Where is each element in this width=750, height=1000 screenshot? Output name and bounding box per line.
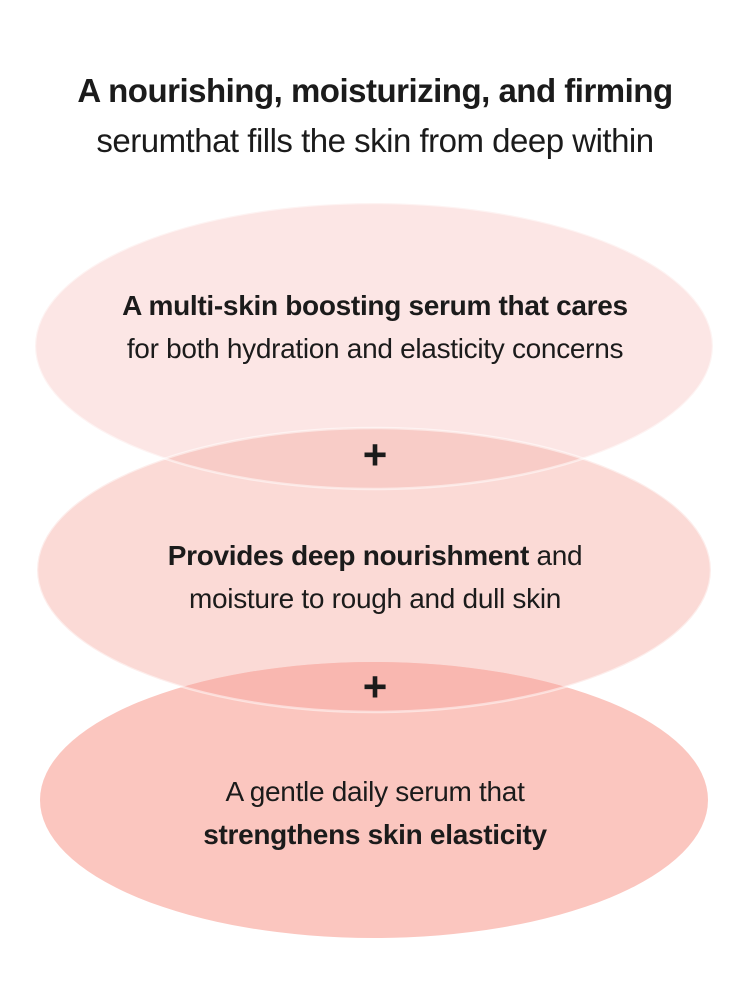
bubble-2-line-1-seg-2: and: [528, 540, 583, 571]
bubble-1-text: A multi-skin boosting serum that cares f…: [0, 284, 750, 370]
bubble-3-line-2: strengthens skin elasticity: [0, 813, 750, 856]
ellipse-2: [37, 428, 711, 712]
plus-separator-1: +: [362, 431, 388, 478]
bubble-3-text: A gentle daily serum that strengthens sk…: [0, 770, 750, 856]
ellipse-3: [40, 662, 708, 938]
headline-line-1: A nourishing, moisturizing, and firming: [77, 72, 673, 109]
bubble-2-line-2-seg-1: moisture to rough and dull skin: [188, 583, 562, 614]
bubble-1-line-2-seg-1: for both hydration and elasticity concer…: [126, 333, 624, 364]
bubble-3-line-1: A gentle daily serum that: [0, 770, 750, 813]
headline-line-2: serumthat fills the skin from deep withi…: [96, 122, 654, 159]
bubble-1-line-1-seg-1: A multi-skin boosting serum that cares: [122, 290, 628, 321]
plus-separator-2: +: [362, 663, 388, 710]
bubble-2-line-2: moisture to rough and dull skin: [0, 577, 750, 620]
bubble-3-line-2-seg-1: strengthens skin elasticity: [203, 819, 547, 850]
bubble-3-line-1-seg-1: A gentle daily serum that: [225, 776, 525, 807]
ellipse-1: [35, 203, 713, 489]
headline: A nourishing, moisturizing, and firming …: [0, 66, 750, 166]
ellipse-1-edge-highlight: [33, 201, 715, 491]
bubble-1-line-2: for both hydration and elasticity concer…: [0, 327, 750, 370]
bubble-2-line-1-seg-1: Provides deep nourishment: [167, 540, 530, 571]
bubble-2-line-1: Provides deep nourishment and: [0, 534, 750, 577]
bubble-2-text: Provides deep nourishment and moisture t…: [0, 534, 750, 620]
ellipse-2-edge-highlight: [35, 426, 713, 714]
bubble-1-line-1: A multi-skin boosting serum that cares: [0, 284, 750, 327]
